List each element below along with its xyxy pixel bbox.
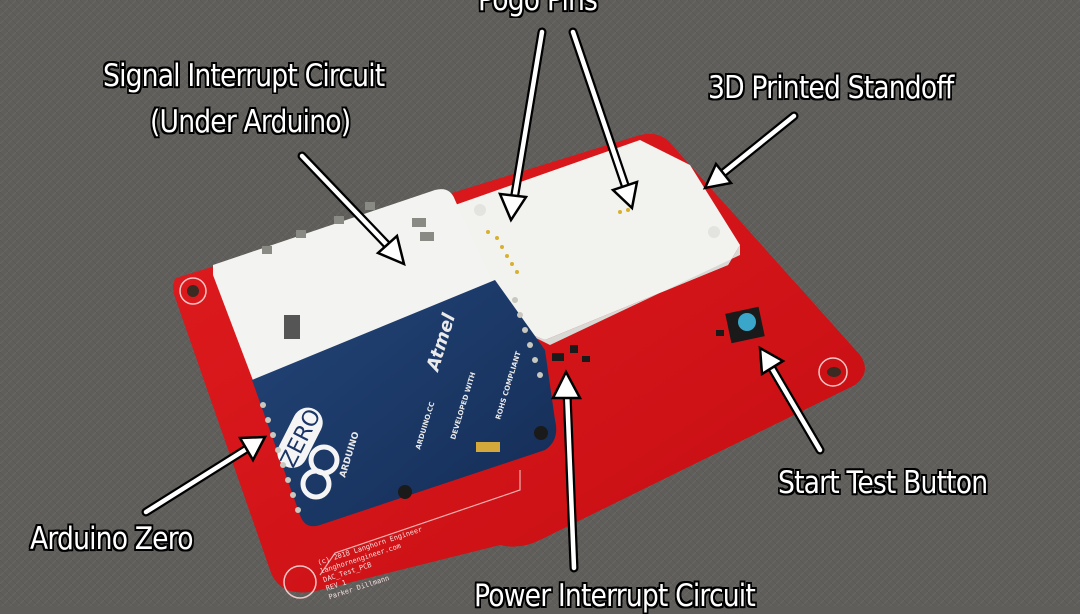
label-arduino-zero: Arduino Zero (30, 521, 194, 557)
label-signal-interrupt-line1: Signal Interrupt Circuit (103, 58, 385, 94)
3d-printed-standoff (455, 140, 740, 345)
start-test-button-component (716, 306, 765, 344)
power-interrupt-components (552, 345, 590, 362)
arrowhead-pogo-right (610, 180, 639, 211)
arrowhead-pogo-left (498, 192, 529, 223)
label-3d-printed-standoff: 3D Printed Standoff (708, 70, 954, 106)
arrowhead-start-button (758, 345, 786, 377)
arrowhead-standoff (702, 161, 734, 190)
arrowhead-signal (375, 233, 406, 267)
arrowhead-power (550, 369, 583, 400)
label-power-interrupt-circuit: Power Interrupt Circuit (474, 578, 756, 614)
arduino-zero-board: ZERO ARDUINO ARDUINO.CC DEVELOPED WITH A… (213, 189, 557, 527)
label-signal-interrupt-line2: (Under Arduino) (150, 104, 351, 140)
label-start-test-button: Start Test Button (778, 465, 988, 501)
label-pogo-pins: Pogo Pins (478, 0, 598, 18)
arrowhead-arduino (237, 435, 268, 463)
